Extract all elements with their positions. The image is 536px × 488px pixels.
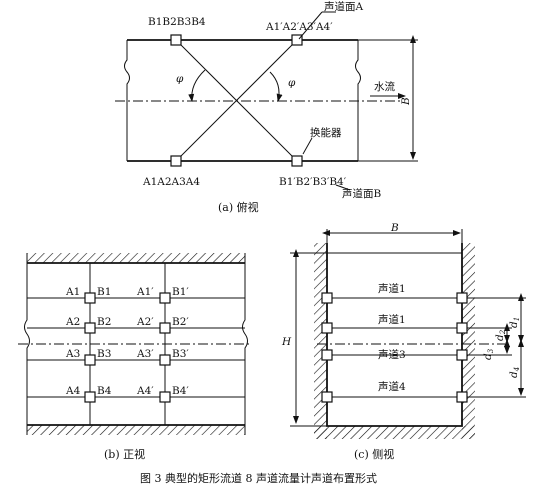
flow-label: 水流	[374, 80, 395, 93]
front-top-hatch	[27, 253, 245, 263]
caption-front-view: (b) 正视	[104, 447, 145, 461]
front-label-a-prime: A4′	[136, 385, 154, 397]
front-label-a: A2	[65, 316, 80, 328]
d4-symbol: d4	[508, 367, 521, 378]
transducer-icon	[159, 322, 171, 334]
front-label-b: B1	[97, 286, 111, 298]
d3-symbol: d3	[482, 348, 495, 360]
front-break-right	[242, 253, 248, 435]
top-break-right	[355, 40, 361, 161]
angle-arc-right	[269, 71, 283, 102]
transducer-icon	[456, 391, 468, 403]
transducer-icon	[159, 391, 171, 403]
plane-b-leader	[335, 184, 351, 191]
d1-symbol: d1	[508, 317, 521, 328]
transducer-leader	[302, 137, 313, 155]
front-label-b: B4	[97, 385, 112, 397]
front-bottom-hatch	[27, 425, 245, 435]
transducer-icon	[321, 292, 333, 304]
side-bottom-hatch	[314, 426, 475, 439]
front-label-b-prime: B1′	[172, 286, 189, 298]
side-left-wall-hatch	[314, 243, 327, 439]
front-break-left	[24, 253, 30, 435]
front-label-b: B3	[97, 348, 111, 360]
front-view: A1 B1 A1′ B1′ A2 B2 A2′ B2′ A3 B3 A3′ B3…	[18, 253, 252, 461]
front-label-b-prime: B2′	[172, 316, 189, 328]
transducer-icon	[456, 292, 468, 304]
figure-caption: 图 3 典型的矩形流道 8 声道流量计声道布置形式	[140, 471, 377, 485]
side-channel-outline	[326, 243, 463, 427]
transducer-icon	[170, 34, 182, 46]
label-a-top: A1′A2′A3′A4′	[265, 21, 333, 33]
transducer-icon	[84, 322, 96, 334]
side-path-label: 声道1	[378, 313, 406, 326]
transducer-icon	[170, 155, 182, 167]
side-view: B H 声道1 声道1 声道3 声道4	[281, 222, 526, 461]
phi-label-right: φ	[288, 77, 296, 89]
d2-symbol: d2	[494, 329, 507, 341]
side-right-wall-hatch	[462, 243, 475, 439]
transducer-icon	[84, 391, 96, 403]
caption-top-view: (a) 俯视	[218, 200, 259, 214]
transducer-icon	[456, 322, 468, 334]
top-width-symbol: B	[400, 97, 412, 106]
side-path-label: 声道4	[378, 380, 406, 393]
transducer-icon	[291, 155, 303, 167]
side-width-symbol: B	[390, 222, 399, 234]
plane-a-leader	[298, 11, 323, 40]
front-label-b: B2	[97, 316, 111, 328]
caption-side-view: (c) 侧视	[354, 447, 394, 461]
plane-b-label: 声道面B	[342, 187, 381, 200]
transducer-icon	[84, 292, 96, 304]
transducer-icon	[321, 349, 333, 361]
angle-arc-left	[188, 69, 206, 102]
front-label-a: A3	[65, 348, 80, 360]
transducer-icon	[159, 292, 171, 304]
front-label-a: A4	[65, 385, 81, 397]
side-transducers	[321, 292, 468, 403]
front-label-a-prime: A1′	[136, 286, 154, 298]
plane-a-label: 声道面A	[324, 0, 363, 13]
transducer-label: 换能器	[310, 126, 342, 139]
label-b-bottom: B1′B2′B3′B4′	[279, 176, 347, 188]
side-path-label: 声道3	[378, 348, 406, 361]
side-height-symbol: H	[281, 336, 292, 348]
transducer-icon	[456, 349, 468, 361]
front-label-b-prime: B4′	[172, 385, 189, 397]
label-b-top: B1B2B3B4	[148, 16, 206, 28]
transducer-icon	[84, 354, 96, 366]
transducer-icon	[321, 322, 333, 334]
front-label-a-prime: A2′	[136, 316, 154, 328]
phi-label-left: φ	[176, 73, 184, 85]
top-break-left	[124, 40, 130, 161]
front-transducers	[84, 292, 171, 403]
side-path-label: 声道1	[378, 282, 406, 295]
label-a-bottom: A1A2A3A4	[142, 176, 200, 188]
front-label-a-prime: A3′	[136, 348, 154, 360]
transducer-icon	[321, 391, 333, 403]
front-label-a: A1	[65, 286, 80, 298]
acoustic-path-a	[175, 39, 298, 162]
transducer-icon	[291, 34, 303, 46]
top-view: φ φ B1B2B3B4 A1′A2′A3′A4′ A1A2A3A4 B1′B2…	[115, 0, 418, 214]
transducer-icon	[159, 354, 171, 366]
front-label-b-prime: B3′	[172, 348, 189, 360]
